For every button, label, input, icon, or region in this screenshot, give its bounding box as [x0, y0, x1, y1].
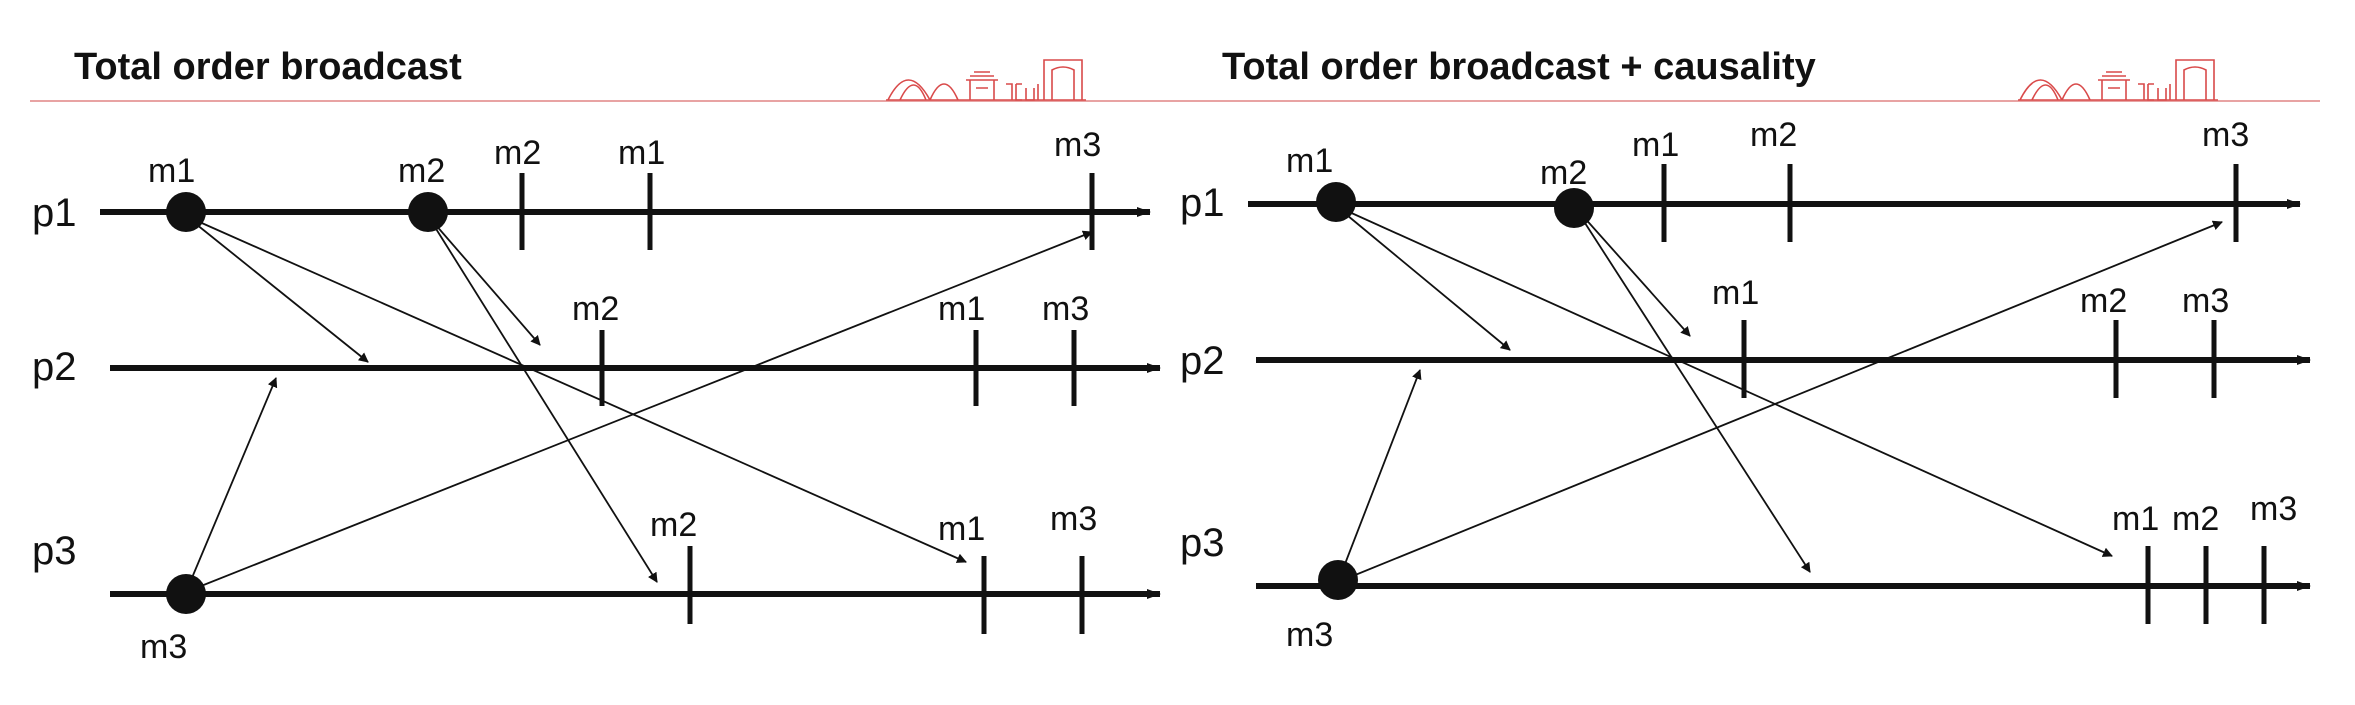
event-label-deliver-m2: m2	[494, 134, 541, 172]
event-label-deliver-m1: m1	[938, 510, 985, 548]
event-label-send-m3: m3	[1286, 616, 1333, 654]
event-label-deliver-m3: m3	[1054, 126, 1101, 164]
send-dot-m2-p1	[1554, 188, 1594, 228]
event-label-deliver-m2: m2	[2080, 282, 2127, 320]
process-label-p1: p1	[32, 191, 77, 235]
space-time-diagram: p1 p2 p3 m1	[1180, 116, 2311, 654]
event-label-deliver-m1: m1	[1632, 126, 1679, 164]
event-label-deliver-m3: m3	[2182, 282, 2229, 320]
event-label-deliver-m1: m1	[618, 134, 665, 172]
message-arrow-m1-p2	[1335, 205, 1511, 351]
event-label-deliver-m1: m1	[2112, 500, 2159, 538]
event-label-send-m1: m1	[148, 152, 195, 190]
send-dot-m1-p1	[1316, 182, 1356, 222]
message-arrow-m2-p3	[427, 215, 658, 583]
event-label-deliver-m3: m3	[1050, 500, 1097, 538]
process-label-p2: p2	[32, 345, 77, 389]
title-underline	[30, 100, 1170, 102]
send-dot-m2-p1	[408, 192, 448, 232]
event-label-deliver-m3: m3	[2202, 116, 2249, 154]
panel-title: Total order broadcast + causality	[1222, 46, 1816, 88]
space-time-diagram: p1 p2 p3 m1	[32, 126, 1161, 666]
send-dot-m3-p3	[166, 574, 206, 614]
message-arrow-m1-p3	[185, 215, 967, 563]
process-label-p1: p1	[1180, 181, 1225, 225]
event-label-send-m3: m3	[140, 628, 187, 666]
panel-title: Total order broadcast	[74, 46, 462, 88]
event-label-deliver-m3: m3	[2250, 490, 2297, 528]
message-arrow-m3-p2	[185, 377, 278, 593]
university-logo-icon	[886, 59, 1086, 101]
event-label-deliver-m2: m2	[572, 290, 619, 328]
event-label-deliver-m1: m1	[938, 290, 985, 328]
title-underline	[1170, 100, 2320, 102]
message-arrow-m2-p2	[427, 215, 541, 346]
message-arrow-m1-p3	[1335, 205, 2113, 557]
message-arrow-m2-p2	[1573, 205, 1691, 337]
message-arrow-m2-p3	[1573, 205, 1811, 573]
message-arrow-m1-p2	[185, 215, 369, 363]
event-label-send-m2: m2	[398, 152, 445, 190]
event-label-deliver-m2: m2	[2172, 500, 2219, 538]
message-arrow-m3-p1	[185, 230, 1093, 593]
panel-total-order-causality: Total order broadcast + causality p1 p2 …	[1170, 0, 2355, 705]
event-label-send-m1: m1	[1286, 142, 1333, 180]
panel-total-order: Total order broadcast p1 p2 p3	[0, 0, 1170, 705]
event-label-deliver-m2: m2	[1750, 116, 1797, 154]
process-label-p2: p2	[1180, 339, 1225, 383]
send-dot-m3-p3	[1318, 560, 1358, 600]
process-label-p3: p3	[32, 529, 77, 573]
message-arrow-m3-p1	[1337, 220, 2223, 583]
message-arrow-m3-p2	[1337, 369, 1422, 583]
event-label-deliver-m2: m2	[650, 506, 697, 544]
process-label-p3: p3	[1180, 521, 1225, 565]
send-dot-m1-p1	[166, 192, 206, 232]
event-label-send-m2: m2	[1540, 154, 1587, 192]
university-logo-icon	[2018, 59, 2218, 101]
event-label-deliver-m3: m3	[1042, 290, 1089, 328]
event-label-deliver-m1: m1	[1712, 274, 1759, 312]
